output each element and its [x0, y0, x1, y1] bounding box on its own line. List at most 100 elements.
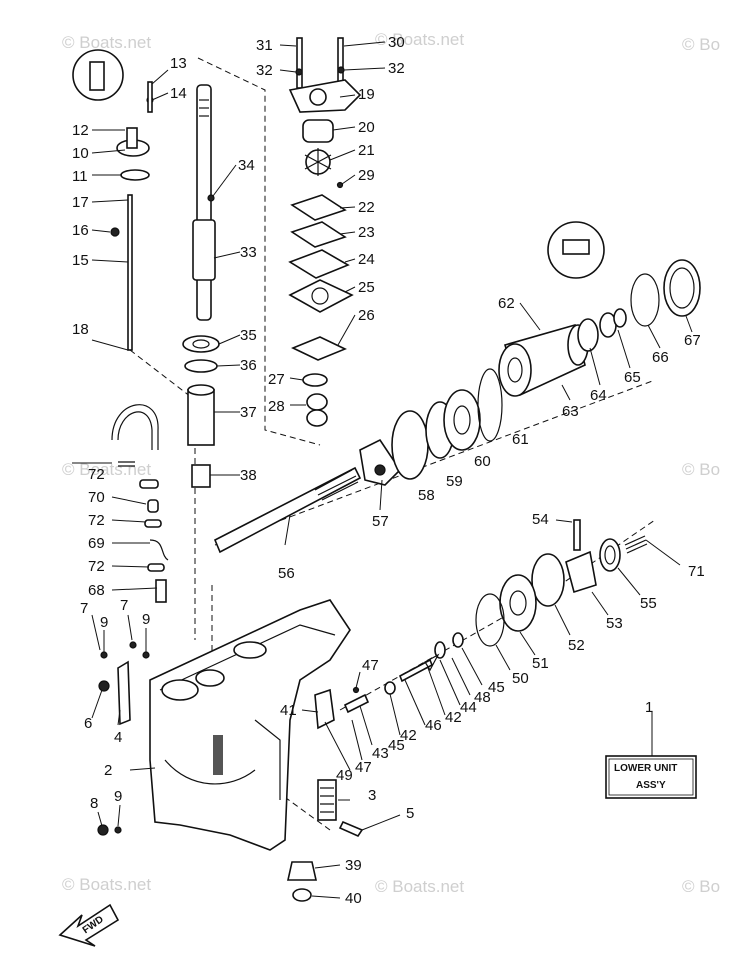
callout-39: 39	[345, 857, 362, 874]
callout-57: 57	[372, 513, 389, 530]
callout-5: 5	[406, 805, 414, 822]
water-tube-assembly	[97, 404, 169, 836]
callout-4: 4	[114, 729, 122, 746]
callout-9c: 9	[114, 788, 122, 805]
callout-31: 31	[256, 37, 273, 54]
callout-6: 6	[84, 715, 92, 732]
callout-59: 59	[446, 473, 463, 490]
callout-12: 12	[72, 122, 89, 139]
callout-9a: 9	[100, 614, 108, 631]
bearing-housing-part-62	[498, 221, 701, 397]
callout-16: 16	[72, 222, 89, 239]
callout-42a: 42	[400, 727, 417, 744]
callout-28: 28	[268, 398, 285, 415]
callout-41: 41	[280, 702, 297, 719]
drive-shaft-part-33	[192, 84, 216, 321]
callout-72b: 72	[88, 512, 105, 529]
callout-72c: 72	[88, 558, 105, 575]
callout-20: 20	[358, 119, 375, 136]
callout-46: 46	[425, 717, 442, 734]
callout-14: 14	[170, 85, 187, 102]
callout-23: 23	[358, 224, 375, 241]
callout-47a: 47	[362, 657, 379, 674]
callout-72a: 72	[88, 466, 105, 483]
callout-19: 19	[358, 86, 375, 103]
callout-51: 51	[532, 655, 549, 672]
callout-54: 54	[532, 511, 549, 528]
callout-64: 64	[590, 387, 607, 404]
callout-29: 29	[358, 167, 375, 184]
callout-60: 60	[474, 453, 491, 470]
callout-52: 52	[568, 637, 585, 654]
callout-40: 40	[345, 890, 362, 907]
callout-69: 69	[88, 535, 105, 552]
callout-63: 63	[562, 403, 579, 420]
callout-21: 21	[358, 142, 375, 159]
callout-25: 25	[358, 279, 375, 296]
callout-47b: 47	[355, 759, 372, 776]
callout-37: 37	[240, 404, 257, 421]
callout-2: 2	[104, 762, 112, 779]
callout-32a: 32	[256, 62, 273, 79]
callout-27: 27	[268, 371, 285, 388]
callout-61: 61	[512, 431, 529, 448]
callout-34: 34	[238, 157, 255, 174]
watermark: © Boats.net	[62, 460, 151, 479]
callout-9b: 9	[142, 611, 150, 628]
callout-15: 15	[72, 252, 89, 269]
callout-24: 24	[358, 251, 375, 268]
watermarks: © Boats.net © Boats.net © Bo © Boats.net…	[62, 30, 720, 896]
callout-26: 26	[358, 307, 375, 324]
anode-pinion-group	[287, 779, 364, 902]
callout-49: 49	[336, 767, 353, 784]
callout-10: 10	[72, 145, 89, 162]
callout-67: 67	[684, 332, 701, 349]
callout-1: 1	[645, 699, 653, 716]
forward-arrow: FWD	[58, 903, 120, 947]
callout-71: 71	[688, 563, 705, 580]
callout-55: 55	[640, 595, 657, 612]
callout-53: 53	[606, 615, 623, 632]
assembly-box-line1: LOWER UNIT	[614, 763, 677, 774]
callout-numbers: 1 2 3 4 5 6 7 7 8 9 9 9 10 11 12 13 14 1…	[72, 34, 705, 907]
callout-7b: 7	[120, 597, 128, 614]
callout-22: 22	[358, 199, 375, 216]
reverse-gear-group	[314, 519, 648, 730]
callout-65: 65	[624, 369, 641, 386]
callout-62: 62	[498, 295, 515, 312]
callout-66: 66	[652, 349, 669, 366]
callout-8: 8	[90, 795, 98, 812]
lower-casing-part-2	[149, 599, 351, 851]
callout-43: 43	[372, 745, 389, 762]
callout-32b: 32	[388, 60, 405, 77]
watermark: © Bo	[682, 877, 720, 896]
callout-18: 18	[72, 321, 89, 338]
callout-7a: 7	[80, 600, 88, 617]
callout-33: 33	[240, 244, 257, 261]
callout-13: 13	[170, 55, 187, 72]
callout-36: 36	[240, 357, 257, 374]
callout-48: 48	[474, 689, 491, 706]
callout-50: 50	[512, 670, 529, 687]
callout-38: 38	[240, 467, 257, 484]
propeller-shaft-part-56	[213, 438, 402, 554]
assembly-box-line2: ASS'Y	[636, 780, 666, 791]
callout-56: 56	[278, 565, 295, 582]
callout-35: 35	[240, 327, 257, 344]
leader-lines	[72, 41, 693, 899]
callout-45b: 45	[488, 679, 505, 696]
watermark: © Bo	[682, 460, 720, 479]
callout-45a: 45	[388, 737, 405, 754]
callout-30: 30	[388, 34, 405, 51]
callout-44: 44	[460, 699, 477, 716]
callout-58: 58	[418, 487, 435, 504]
callout-42b: 42	[445, 709, 462, 726]
callout-11: 11	[72, 168, 88, 185]
watermark: © Boats.net	[62, 875, 151, 894]
callout-17: 17	[72, 194, 89, 211]
callout-68: 68	[88, 582, 105, 599]
watermark: © Boats.net	[375, 877, 464, 896]
assembly-label-box: LOWER UNIT ASS'Y	[605, 712, 697, 799]
